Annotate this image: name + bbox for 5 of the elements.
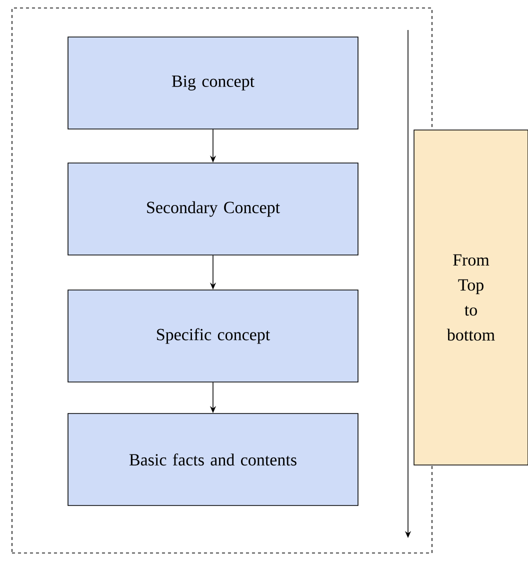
concept-box: Big concept bbox=[68, 36, 358, 130]
concept-box: Basic facts and contents bbox=[68, 413, 358, 506]
concept-box: Specific concept bbox=[68, 290, 358, 382]
note-box: From Top to bottom bbox=[414, 130, 528, 466]
concept-box: Secondary Concept bbox=[68, 162, 358, 256]
